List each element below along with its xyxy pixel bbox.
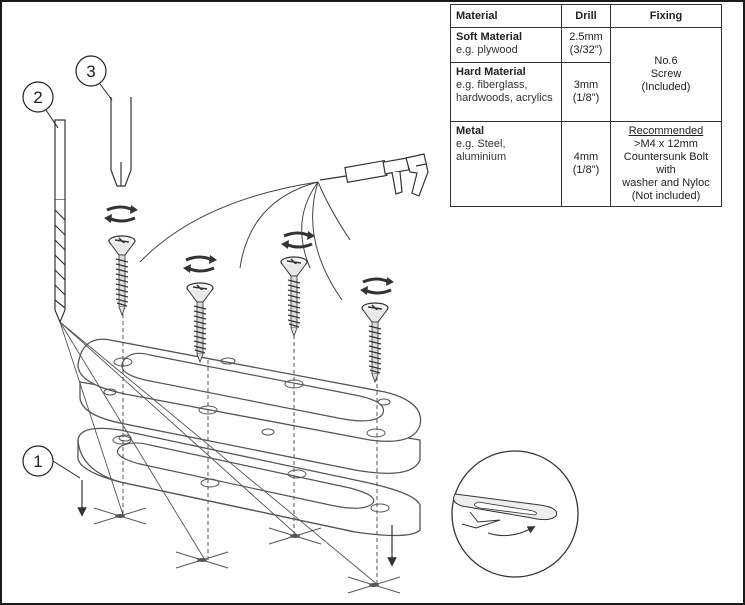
fixing-line: >M4 x 12mm [634,137,698,150]
sealant-gun-illustration [319,153,429,197]
fixing-line: (Not included) [631,189,701,202]
table-row: Metal e.g. Steel, aluminium 4mm (1/8") R… [450,121,722,207]
screwdriver-illustration [110,97,132,187]
drill-cell: 2.5mm (3/32") [561,27,611,63]
callout-3-label: 3 [86,62,95,81]
table-header-row: Material Drill Fixing [450,4,722,28]
drill-size-inch: (1/8") [572,163,600,176]
fixing-line: Screw [650,68,682,81]
material-example: e.g. fiberglass, hardwoods, acrylics [456,78,553,104]
material-cell: Hard Material e.g. fiberglass, hardwoods… [450,62,562,122]
table-row: Soft Material e.g. plywood 2.5mm (3/32")… [450,27,722,122]
lower-mounting-plate [77,427,421,537]
drill-projection-lines [59,321,379,586]
material-cell: Metal e.g. Steel, aluminium [450,121,562,207]
material-name: Soft Material [456,31,523,43]
callout-3: 3 [75,55,113,101]
alignment-lines [122,300,378,585]
header-drill: Drill [561,4,611,28]
upper-mounting-plate [77,338,422,474]
fixing-line: (Included) [641,80,691,93]
drill-spec-table: Material Drill Fixing Soft Material e.g.… [450,4,722,207]
material-name: Metal [456,125,485,137]
down-arrows [77,480,397,567]
fixing-heading: Recommended [628,125,704,137]
material-example: e.g. Steel, aluminium [456,137,507,163]
header-fixing: Fixing [610,4,722,28]
callout-1: 1 [22,445,81,479]
callout-2-label: 2 [33,88,42,107]
detail-inset [451,450,579,578]
fixing-line: Countersunk Bolt with [623,150,709,176]
fixing-screw-cell: No.6 Screw (Included) [610,27,722,122]
drill-size-inch: (3/32") [569,43,603,56]
material-cell: Soft Material e.g. plywood [450,27,562,63]
callout-2: 2 [22,81,59,129]
drill-cell: 4mm (1/8") [561,121,611,207]
drill-bit-illustration [54,119,66,324]
material-name: Hard Material [456,66,526,78]
drill-size: 3mm [573,79,599,92]
callout-1-label: 1 [33,452,42,471]
drill-size: 2.5mm [569,31,603,43]
rotation-arrows [102,203,396,297]
drill-size-inch: (1/8") [572,92,600,104]
sealant-lines [139,181,351,301]
header-material: Material [450,4,562,28]
fixing-metal-cell: Recommended >M4 x 12mm Countersunk Bolt … [610,121,722,207]
drill-size: 4mm [573,150,599,163]
material-example: e.g. plywood [456,43,518,56]
fixing-line: washer and Nyloc [622,176,710,189]
table-row: Hard Material e.g. fiberglass, hardwoods… [450,62,722,122]
drill-cell: 3mm (1/8") [561,62,611,122]
fixing-line: No.6 [654,55,678,68]
